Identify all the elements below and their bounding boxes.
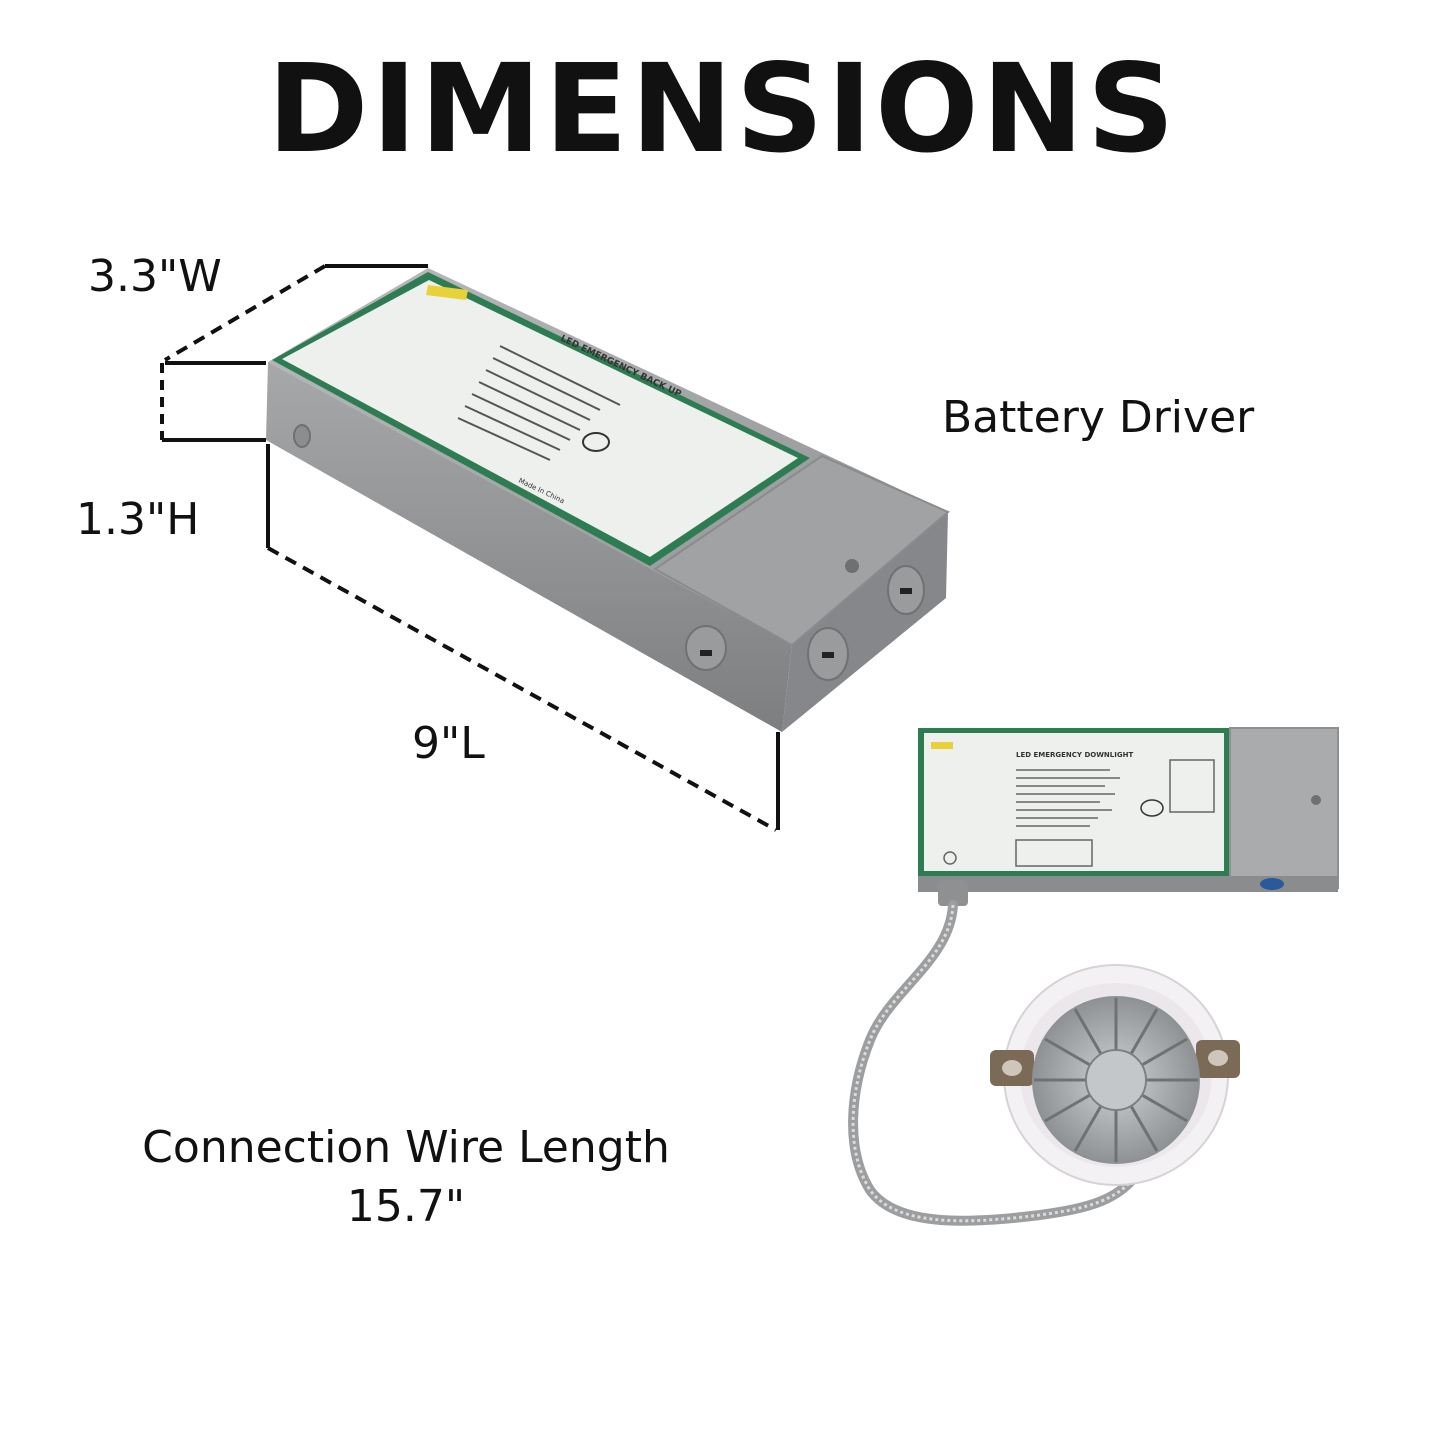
page-title: DIMENSIONS [267, 38, 1178, 180]
length-dashed-line [267, 546, 777, 832]
cct-badge-small [931, 742, 953, 749]
wire-length-label: Connection Wire Length [142, 1122, 670, 1173]
knockout [293, 424, 311, 448]
cct-badge [426, 285, 468, 300]
label-text-lines [457, 345, 621, 461]
downlight-driver-box: LED EMERGENCY DOWNLIGHT [918, 727, 1339, 906]
screw [845, 559, 859, 573]
etl-seal-small [1140, 799, 1164, 817]
wire-length-value: 15.7" [346, 1181, 466, 1233]
knockout-slot [700, 650, 712, 656]
knockout-slot [900, 588, 912, 594]
knockout-slot [822, 652, 834, 658]
height-dimension-label: 1.3"H [76, 494, 200, 545]
downlight-label-lines [1016, 769, 1120, 827]
screw [1311, 795, 1321, 805]
battery-driver-box: LED EMERGENCY BACK UP Made In China [266, 268, 950, 732]
width-dashed-line [163, 264, 327, 362]
connector-port [1260, 878, 1284, 890]
downlight-label-heading: LED EMERGENCY DOWNLIGHT [1016, 751, 1133, 759]
wire-length-caption: Connection Wire Length 15.7" [96, 1118, 716, 1237]
etl-seal [582, 432, 610, 452]
battery-driver-caption: Battery Driver [942, 392, 1255, 443]
dimension-lines [160, 264, 780, 832]
width-dimension-label: 3.3"W [88, 251, 222, 302]
length-dimension-label: 9"L [412, 718, 485, 769]
downlight-fixture [990, 964, 1240, 1186]
knockout [685, 625, 727, 671]
